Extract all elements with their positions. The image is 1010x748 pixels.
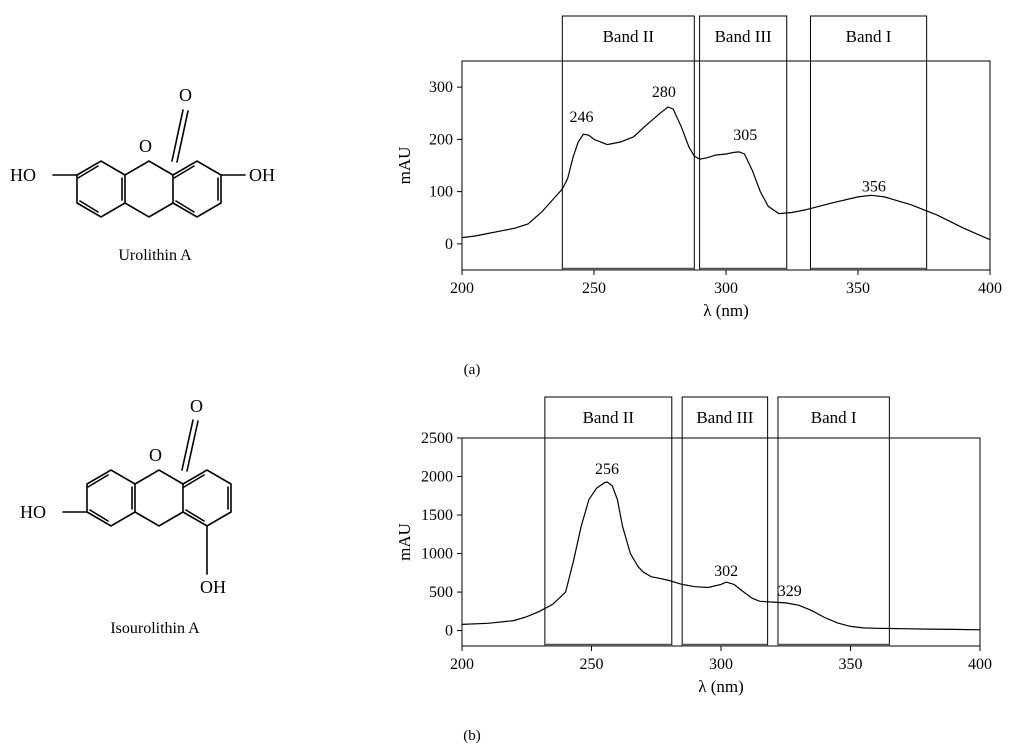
band-label: Band I (811, 408, 857, 427)
y-tick-label: 200 (429, 131, 453, 148)
x-tick-label: 300 (709, 656, 733, 673)
x-tick-label: 300 (714, 280, 738, 297)
panel-label-a: (a) (464, 362, 481, 378)
band-label: Band II (583, 408, 635, 427)
urolithin-a-oh-left: HO (10, 165, 36, 185)
urolithin-a-oh-right: OH (249, 165, 275, 185)
y-tick-label: 2000 (421, 469, 453, 486)
x-axis-label: λ (nm) (698, 677, 744, 696)
urolithin-a-carbonyl-oxygen: O (179, 85, 192, 105)
x-tick-label: 200 (450, 656, 474, 673)
y-axis-label: mAU (395, 147, 414, 185)
x-tick-label: 350 (839, 656, 863, 673)
plot-frame (461, 60, 991, 271)
band-box (777, 396, 890, 647)
urolithin-a-ring-oxygen: O (139, 136, 152, 156)
y-tick-label: 100 (429, 184, 453, 201)
x-tick-label: 250 (580, 656, 604, 673)
x-axis-label: λ (nm) (703, 301, 749, 320)
band-label: Band III (715, 27, 772, 46)
uv-spectrum-chart-b: Band II Band III Band I 200 250 300 350 400 0 500… (395, 396, 992, 696)
x-tick-label: 400 (978, 280, 1002, 297)
peak-label: 305 (733, 127, 757, 144)
band-box (681, 396, 769, 647)
x-tick-label: 200 (450, 280, 474, 297)
peak-label: 356 (862, 178, 886, 195)
uv-spectrum-chart-a: Band II Band III Band I 200 250 300 350 400 0 100… (395, 15, 1002, 320)
urolithin-a-structure (52, 109, 246, 218)
spectrum-line (461, 481, 981, 631)
isourolithin-a-oh-right: OH (200, 577, 226, 597)
y-tick-label: 1000 (421, 546, 453, 563)
urolithin-a-name: Urolithin A (118, 247, 192, 264)
spectrum-line (461, 106, 991, 241)
isourolithin-a-carbonyl-oxygen: O (190, 396, 203, 416)
y-tick-label: 2500 (421, 430, 453, 447)
peak-label: 246 (569, 109, 593, 126)
y-tick-label: 0 (445, 623, 453, 640)
peak-label: 329 (778, 583, 802, 600)
band-box (809, 15, 928, 271)
isourolithin-a-oh-left: HO (20, 502, 46, 522)
peak-label: 280 (652, 84, 676, 101)
x-tick-label: 400 (968, 656, 992, 673)
isourolithin-a-structure (62, 419, 232, 575)
band-box (561, 15, 695, 271)
y-axis-label: mAU (395, 523, 414, 561)
panel-label-b: (b) (463, 728, 481, 744)
band-label: Band II (603, 27, 655, 46)
plot-frame (461, 437, 981, 647)
y-tick-label: 300 (429, 79, 453, 96)
peak-label: 256 (595, 461, 619, 478)
band-label: Band I (846, 27, 892, 46)
x-tick-label: 350 (846, 280, 870, 297)
isourolithin-a-name: Isourolithin A (110, 620, 200, 637)
y-tick-label: 0 (445, 236, 453, 253)
band-label: Band III (696, 408, 753, 427)
y-tick-label: 1500 (421, 507, 453, 524)
isourolithin-a-ring-oxygen: O (149, 445, 162, 465)
y-tick-label: 500 (429, 584, 453, 601)
peak-label: 302 (714, 563, 738, 580)
band-box (544, 396, 673, 647)
x-tick-label: 250 (582, 280, 606, 297)
